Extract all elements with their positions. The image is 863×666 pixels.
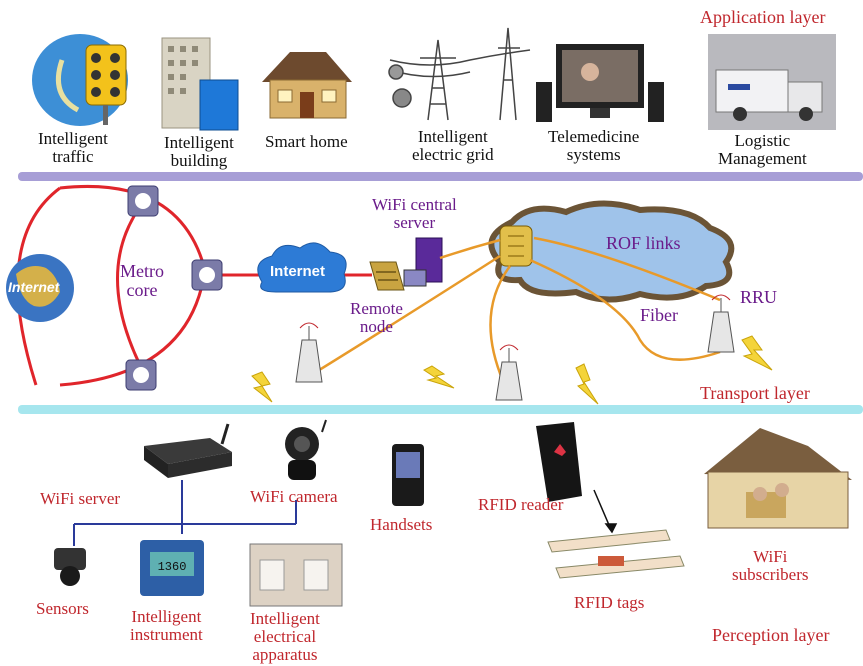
rfid-reader-label: RFID reader <box>478 495 564 514</box>
rfid-link <box>593 489 618 534</box>
transport-layer-label: Transport layer <box>700 383 810 403</box>
rfid-tag-icon <box>547 529 685 579</box>
lightning-icon <box>251 335 773 405</box>
router-icon <box>125 359 157 391</box>
instrument-display-value: 1360 <box>158 560 187 574</box>
antenna-icon <box>707 294 735 353</box>
rfid-reader-icon <box>536 422 582 502</box>
rof-cloud <box>488 200 735 303</box>
antenna-icon <box>495 344 523 401</box>
sensor-icon <box>54 548 86 586</box>
phone-icon <box>392 444 424 506</box>
subscribers-house-icon <box>704 428 852 529</box>
fiber-label: Fiber <box>640 305 678 325</box>
rof-hub-icon <box>499 225 533 267</box>
router-icon <box>191 259 223 291</box>
application-layer-label: Application layer <box>700 7 826 27</box>
wifi-server-links <box>73 480 297 546</box>
perception-layer-label: Perception layer <box>712 625 830 645</box>
rfid-tags-label: RFID tags <box>574 593 645 612</box>
handsets-label: Handsets <box>370 515 433 534</box>
house-icon <box>262 52 352 119</box>
application-layer-bar <box>18 172 863 181</box>
wifi-camera-label: WiFi camera <box>250 487 338 506</box>
internet-cloud-label: Internet <box>270 263 326 280</box>
camera-icon <box>285 419 327 480</box>
wifi-server-label: WiFi server <box>40 489 121 508</box>
rru-label: RRU <box>740 287 778 307</box>
instrument-icon: 1360 <box>140 540 204 596</box>
building-icon <box>161 37 239 131</box>
remote-node-icon <box>369 261 405 291</box>
rof-links-label: ROF links <box>606 233 681 253</box>
traffic-light-icon <box>32 34 128 126</box>
globe-icon <box>6 254 74 322</box>
transport-layer-bar <box>18 405 863 414</box>
sensors-label: Sensors <box>36 599 89 618</box>
wifi-server-device-icon <box>144 423 232 478</box>
power-pylon-icon <box>388 27 531 121</box>
server-icon <box>403 237 443 287</box>
internet-globe-label: Internet <box>8 279 60 295</box>
truck-icon <box>708 34 836 130</box>
monitor-icon <box>536 44 664 122</box>
antenna-icon <box>295 322 323 383</box>
router-icon <box>127 185 159 217</box>
smart-home-label: Smart home <box>265 132 348 151</box>
apparatus-icon <box>249 543 343 607</box>
cloud-icon <box>257 242 347 293</box>
